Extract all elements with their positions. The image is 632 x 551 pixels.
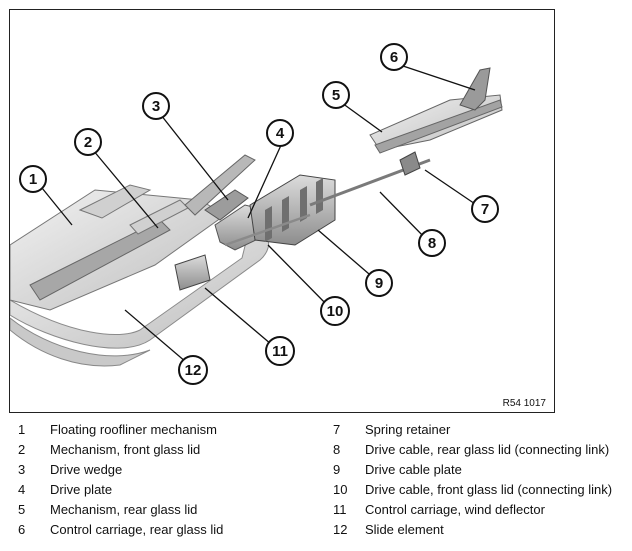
legend-number: 10	[333, 482, 348, 497]
rear-mechanism-rail	[374, 99, 503, 154]
legend-number: 3	[18, 462, 26, 477]
leader-line-9	[317, 229, 377, 281]
leader-line-10	[267, 244, 333, 311]
leader-line-2	[92, 149, 159, 229]
callout-5: 5	[322, 81, 350, 109]
frame-left-rail	[10, 317, 151, 367]
legend-text: Drive plate	[50, 482, 113, 497]
callout-7: 7	[471, 195, 499, 223]
rear-control-carriage-shape	[459, 67, 491, 111]
leader-line-12	[124, 309, 194, 369]
legend-text: Control carriage, wind deflector	[365, 502, 545, 517]
callout-4: 4	[266, 119, 294, 147]
upper-rail	[184, 154, 256, 216]
legend-text: Mechanism, front glass lid	[50, 442, 201, 457]
callout-3-label: 3	[152, 98, 160, 115]
legend-number: 8	[333, 442, 341, 457]
wind-deflector-carriage-shape	[174, 254, 211, 291]
legend-text: Floating roofliner mechanism	[50, 422, 217, 437]
legend-number: 12	[333, 522, 348, 537]
callout-11-label: 11	[272, 343, 288, 360]
callout-2-label: 2	[84, 134, 92, 151]
drive-cable-plate-fins	[265, 178, 323, 242]
legend-number: 7	[333, 422, 341, 437]
legend-text: Mechanism, rear glass lid	[50, 502, 198, 517]
callout-12-label: 12	[185, 362, 202, 379]
callout-2: 2	[74, 128, 102, 156]
leader-line-6	[402, 65, 476, 91]
callout-6: 6	[380, 43, 408, 71]
callout-10: 10	[320, 296, 350, 326]
legend-text: Drive cable, front glass lid (connecting…	[365, 482, 613, 497]
legend-number: 1	[18, 422, 26, 437]
legend-number: 6	[18, 522, 26, 537]
exploded-view-figure: 1 2 3 4 5 6 7 8 9 10 11 12 R54 1017	[9, 9, 555, 413]
drive-cable-front	[224, 213, 311, 247]
callout-9-label: 9	[375, 275, 383, 292]
legend-text: Control carriage, rear glass lid	[50, 522, 224, 537]
mechanism-drawing: 1 2 3 4 5 6 7 8 9 10 11 12	[10, 43, 503, 385]
legend-text: Drive cable plate	[365, 462, 462, 477]
legend-number: 2	[18, 442, 26, 457]
leader-line-8	[379, 191, 430, 243]
legend-text: Spring retainer	[365, 422, 451, 437]
leader-line-7	[424, 169, 482, 209]
legend-text: Drive wedge	[50, 462, 123, 477]
leader-line-4	[247, 142, 283, 219]
leader-line-3	[160, 114, 229, 201]
leader-line-11	[204, 287, 279, 351]
callout-8: 8	[418, 229, 446, 257]
callout-12: 12	[178, 355, 208, 385]
callout-8-label: 8	[428, 235, 436, 252]
figure-reference-code: R54 1017	[502, 398, 546, 409]
legend-text: Slide element	[365, 522, 444, 537]
callout-4-label: 4	[276, 125, 285, 142]
callout-1: 1	[19, 165, 47, 193]
callout-10-label: 10	[327, 303, 344, 320]
callout-3: 3	[142, 92, 170, 120]
spring-retainer-shape	[399, 151, 421, 176]
leader-line-1	[41, 187, 73, 226]
callout-1-label: 1	[29, 171, 37, 188]
callout-5-label: 5	[332, 87, 340, 104]
legend-number: 4	[18, 482, 26, 497]
legend-number: 11	[333, 502, 347, 517]
legend-number: 5	[18, 502, 26, 517]
legend-number: 9	[333, 462, 341, 477]
front-mechanism-rail	[29, 219, 171, 301]
callout-6-label: 6	[390, 49, 398, 66]
leader-line-5	[341, 102, 383, 133]
callout-11: 11	[265, 336, 295, 366]
callout-9: 9	[365, 269, 393, 297]
legend-text: Drive cable, rear glass lid (connecting …	[365, 442, 610, 457]
callout-7-label: 7	[481, 201, 489, 218]
